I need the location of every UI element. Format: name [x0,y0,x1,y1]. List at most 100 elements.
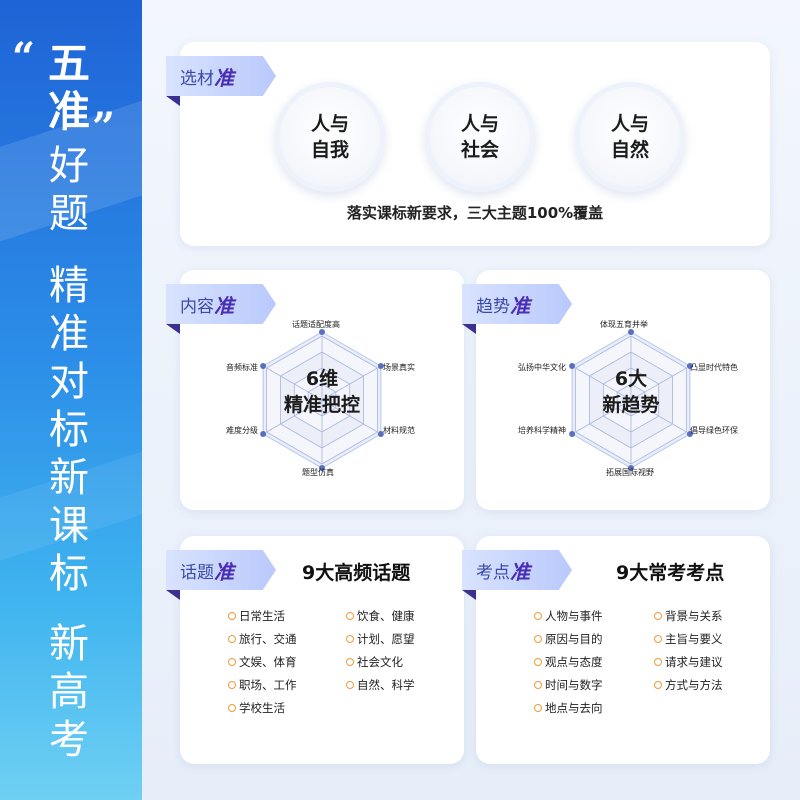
content-radar [260,329,384,471]
radar-center-number: 6大 [614,368,648,390]
bullet-icon [534,611,542,620]
bullet-icon [654,657,662,666]
bullet-icon [534,680,542,689]
radar-label: 培养科学精神 [518,426,566,435]
list-item: 原因与目的 [534,631,603,647]
selection-caption: 落实课标新要求，三大主题100%覆盖 [346,204,604,222]
tab-fold [166,96,180,106]
list-item: 人物与事件 [534,608,603,624]
tab-fold [462,590,476,600]
list-item: 文娱、体育 [228,654,297,670]
radar-vertex-dot [628,465,634,471]
trend-tab: 趋势 准 [462,284,572,324]
banner-heading: 五准 [47,39,90,136]
radar-spoke [321,399,378,433]
radar-center-number: 6维 [305,368,339,390]
radar-vertex-dot [319,329,325,335]
radar-center-text: 6维 精准把控 [267,366,377,418]
bullet-icon [346,634,354,643]
radar-label: 体现五育并举 [600,320,648,329]
topics-title: 9大高频话题 [302,562,411,584]
tab-fold [166,590,180,600]
topic-circle-society: 人与社会 [425,82,535,192]
tab-fold [166,324,180,334]
radar-label: 题型仿真 [302,468,334,477]
tab-label: 趋势 [476,296,510,317]
list-item: 背景与关系 [654,608,723,624]
topic-label: 人与自然 [610,113,649,161]
banner-line-1: 好题 [49,143,89,237]
tab-label: 选材 [180,68,214,89]
radar-vertex-dot [686,431,693,437]
list-item: 方式与方法 [654,677,723,693]
tab-label: 考点 [476,562,510,583]
topics-card: 话题 准 9大高频话题 日常生活 旅行、交通 文娱、体育 职场、工作 学校生活 … [166,536,464,764]
banner-line-2: 精准对标新课标 [49,263,89,597]
list-item: 请求与建议 [654,654,723,670]
topic-circle-self: 人与自我 [275,82,385,192]
radar-vertex-dot [569,363,576,369]
list-item: 旅行、交通 [228,631,297,647]
radar-vertex-dot [319,465,325,471]
bullet-icon [534,703,542,712]
content-tab: 内容 准 [166,284,276,324]
list-item: 社会文化 [346,654,403,670]
list-item: 主旨与要义 [654,631,723,647]
radar-label: 话题适配度高 [292,320,340,329]
list-item: 自然、科学 [346,677,415,693]
topic-label: 人与社会 [460,113,499,161]
topic-label: 人与自我 [310,113,349,161]
bullet-icon [346,680,354,689]
points-card: 考点 准 9大常考考点 人物与事件 原因与目的 观点与态度 时间与数字 地点与去… [462,536,770,764]
radar-center-label: 新趋势 [602,394,660,416]
radar-spoke [630,399,687,433]
tab-label-accent: 准 [510,293,530,318]
radar-vertex-dot [628,329,634,335]
radar-spoke [321,367,378,401]
radar-label: 倡导绿色环保 [690,426,738,435]
radar-center-label: 精准把控 [283,394,360,416]
tab-label-accent: 准 [214,293,234,318]
bullet-icon [228,703,236,712]
radar-spoke [630,367,687,401]
radar-label: 拓展国际视野 [606,468,654,477]
bullet-icon [228,634,236,643]
bullet-icon [228,611,236,620]
open-quote-mark: “ [12,34,36,81]
topic-circle-nature: 人与自然 [575,82,685,192]
tab-label: 话题 [180,562,214,583]
bullet-icon [654,634,662,643]
bullet-icon [654,680,662,689]
tab-label-accent: 准 [214,65,234,90]
radar-vertex-dot [569,431,576,437]
list-item: 饮食、健康 [346,608,415,624]
tab-label-accent: 准 [214,559,234,584]
radar-label: 音频标准 [226,363,258,372]
bullet-icon [346,657,354,666]
radar-label: 材料规范 [383,426,415,435]
radar-label: 难度分级 [226,426,258,435]
topics-tab: 话题 准 [166,550,276,590]
bullet-icon [346,611,354,620]
list-item: 学校生活 [228,700,285,716]
bullet-icon [534,657,542,666]
points-title: 9大常考考点 [616,562,725,584]
radar-vertex-dot [377,363,384,369]
selection-tab: 选材 准 [166,56,276,96]
radar-spoke [266,367,323,401]
tab-label: 内容 [180,296,214,317]
trend-radar [569,329,693,471]
list-item: 时间与数字 [534,677,603,693]
bullet-icon [534,634,542,643]
list-item: 观点与态度 [534,654,603,670]
bullet-icon [228,680,236,689]
radar-label: 凸显时代特色 [690,363,738,372]
trend-card: 趋势 准 6大 新趋势 体现五育并举 凸显时代特色 倡导绿色环保 拓展国际视野 … [462,270,770,510]
left-banner: “ 五准 ” 好题 精准对标新课标 新高考 [0,0,142,800]
radar-label: 弘扬中华文化 [518,363,566,372]
radar-label: 场景真实 [383,363,415,372]
content-card: 内容 准 6维 精准把控 话题适配度高 场景真实 材料规范 题型仿真 难度分级 … [166,270,464,510]
list-item: 职场、工作 [228,677,297,693]
list-item: 日常生活 [228,608,285,624]
bullet-icon [228,657,236,666]
